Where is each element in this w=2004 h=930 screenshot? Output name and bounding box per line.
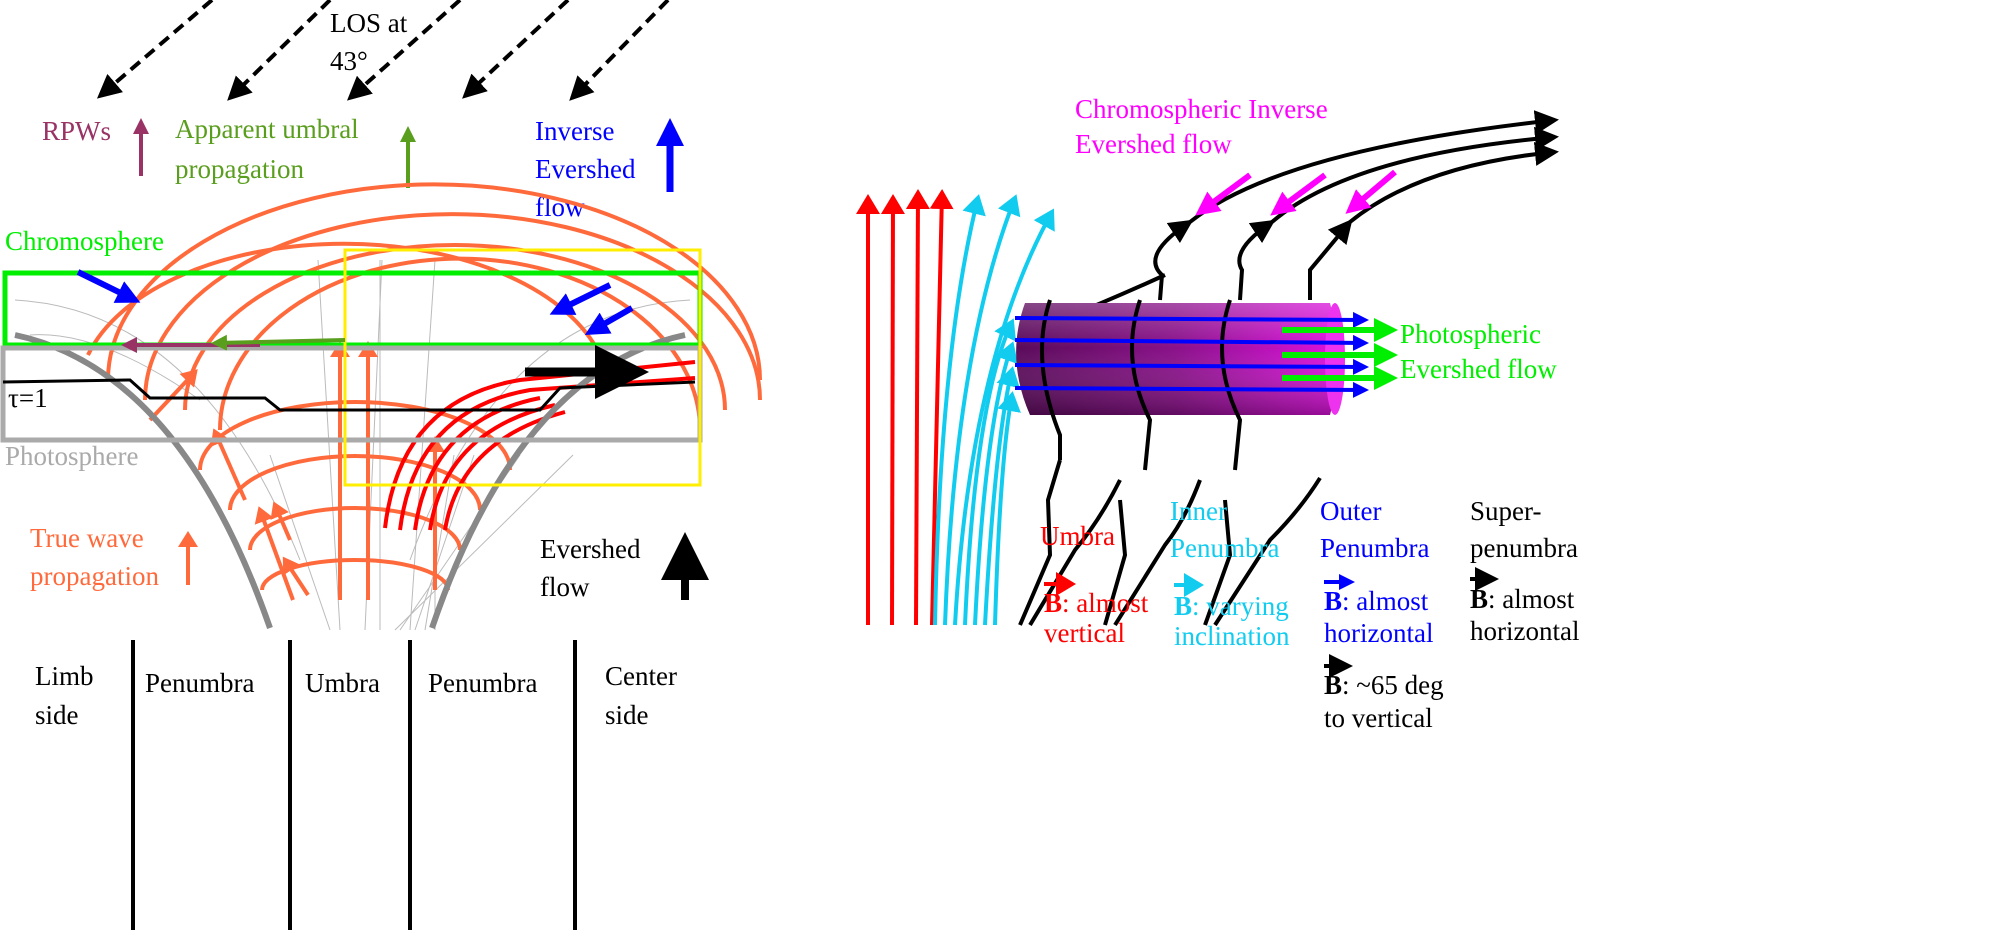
svg-text:Outer: Outer xyxy=(1320,496,1381,526)
los-arrow xyxy=(227,0,332,101)
photo-evershed-label: Evershed flow xyxy=(1400,354,1557,384)
rpws-label: RPWs xyxy=(42,116,111,146)
svg-text:vertical: vertical xyxy=(1044,618,1125,648)
evershed-label: flow xyxy=(540,572,590,602)
svg-text:Inner: Inner xyxy=(1170,496,1227,526)
true-wave-label: propagation xyxy=(30,561,159,591)
legend-superpenumbra: Super- penumbra B: almost horizontal xyxy=(1470,496,1579,646)
inverse-label: Inverse xyxy=(535,116,614,146)
region-penumbra-right: Penumbra xyxy=(428,668,537,698)
legend-umbra: Umbra B: almost vertical xyxy=(1040,521,1149,648)
apparent-horizontal-arrow xyxy=(211,334,346,351)
los-arrow xyxy=(569,0,670,101)
los-arrows xyxy=(96,0,670,101)
svg-text:B: almost: B: almost xyxy=(1324,586,1429,616)
inner-penumbra-field-lines xyxy=(933,194,1055,626)
los-arrow xyxy=(347,0,462,101)
apparent-label: propagation xyxy=(175,154,304,184)
chromosphere-box xyxy=(2,270,703,348)
region-limb-side: Limb xyxy=(35,661,94,691)
wave-fronts xyxy=(86,182,762,591)
region-penumbra-left: Penumbra xyxy=(145,668,254,698)
penumbral-field-lines xyxy=(383,360,696,531)
tau-one-line xyxy=(2,378,696,412)
chromo-inverse-label: Evershed flow xyxy=(1075,129,1232,159)
zoom-box xyxy=(343,248,702,487)
region-center-side: side xyxy=(605,700,649,730)
tau-label: τ=1 xyxy=(8,383,48,413)
inverse-flow-arrows xyxy=(76,269,634,335)
svg-text:Super-: Super- xyxy=(1470,496,1541,526)
svg-text:Umbra: Umbra xyxy=(1040,521,1115,551)
svg-text:to vertical: to vertical xyxy=(1324,703,1433,733)
inverse-label: Evershed xyxy=(535,154,636,184)
los-label: LOS at xyxy=(330,8,408,38)
photospheric-evershed-arrows xyxy=(1282,318,1398,390)
chromosphere-label: Chromosphere xyxy=(5,226,164,256)
los-label: 43° xyxy=(330,46,368,76)
outer-penumbra-field-lines xyxy=(1014,311,1369,398)
los-arrow xyxy=(96,0,214,99)
photosphere-label: Photosphere xyxy=(5,441,139,471)
legend-outer-penumbra: Outer Penumbra B: almost horizontal B: ~… xyxy=(1320,496,1444,733)
chromo-inverse-label: Chromospheric Inverse xyxy=(1075,94,1328,124)
region-dividers xyxy=(131,640,577,930)
svg-text:B: almost: B: almost xyxy=(1470,584,1575,614)
legend-inner-penumbra: Inner Penumbra B: varying inclination xyxy=(1170,496,1290,651)
svg-text:B: almost: B: almost xyxy=(1044,588,1149,618)
svg-text:horizontal: horizontal xyxy=(1324,618,1433,648)
region-center-side: Center xyxy=(605,661,677,691)
svg-text:B: varying: B: varying xyxy=(1174,591,1289,621)
svg-text:Penumbra: Penumbra xyxy=(1320,533,1429,563)
svg-text:inclination: inclination xyxy=(1174,621,1290,651)
svg-text:B: ~65 deg: B: ~65 deg xyxy=(1324,670,1444,700)
true-wave-label: True wave xyxy=(30,523,144,553)
region-umbra: Umbra xyxy=(305,668,380,698)
svg-text:Penumbra: Penumbra xyxy=(1170,533,1279,563)
svg-text:penumbra: penumbra xyxy=(1470,533,1578,563)
apparent-label: Apparent umbral xyxy=(175,114,359,144)
umbra-field-lines xyxy=(856,189,954,626)
chromo-inverse-arrows xyxy=(1195,169,1397,216)
los-arrow xyxy=(462,0,570,99)
svg-text:horizontal: horizontal xyxy=(1470,616,1579,646)
photo-evershed-label: Photospheric xyxy=(1400,319,1541,349)
evershed-label: Evershed xyxy=(540,534,641,564)
region-limb-side: side xyxy=(35,700,79,730)
